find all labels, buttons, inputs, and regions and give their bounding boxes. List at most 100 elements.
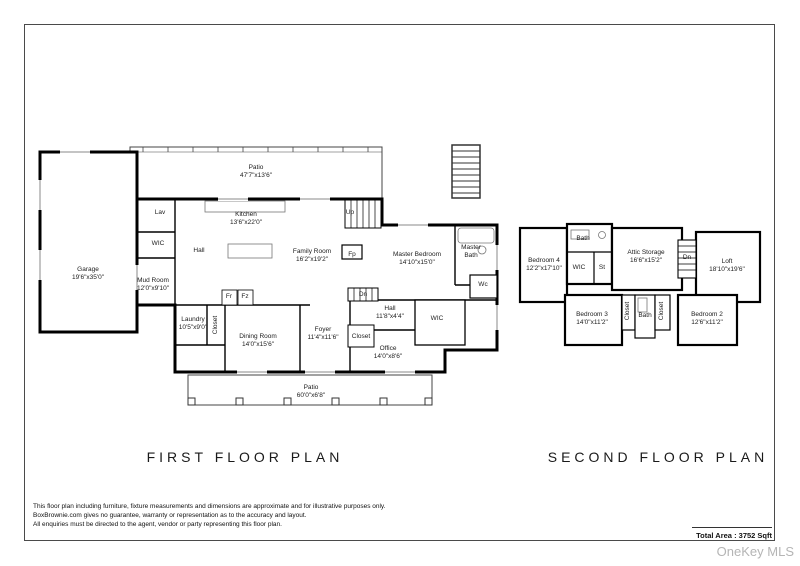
first-floor-title: FIRST FLOOR PLAN <box>146 449 344 465</box>
room-label-wic-master: WIC <box>431 315 444 323</box>
stairs-up-icon <box>344 199 382 229</box>
room-name: Mud Room <box>137 277 169 284</box>
room-dims: 18'10"x19'6" <box>709 266 745 273</box>
room-label-dn2: Dn <box>683 254 691 262</box>
room-dims: 16'2"x19'2" <box>295 256 329 263</box>
stairs-down2-icon <box>677 239 697 279</box>
room-name: Fp <box>348 251 356 258</box>
room-name: Garage <box>77 266 99 273</box>
exterior-walls <box>135 197 499 374</box>
room-label-st: St <box>599 264 605 272</box>
room-dims: 14'0"x8'6" <box>373 353 403 360</box>
disclaimer-line-2: BoxBrownie.com gives no guarantee, warra… <box>33 512 307 519</box>
room-label-up: Up <box>346 209 354 217</box>
room-name: WIC <box>151 240 165 247</box>
room-name: Up <box>345 209 355 216</box>
room-name: Closet <box>351 333 371 340</box>
room-label-garage: Garage 19'6"x35'0" <box>72 266 104 282</box>
foyer-closet-room <box>347 324 375 348</box>
room-name: Kitchen <box>235 211 257 218</box>
room-name: Bedroom 2 <box>691 311 723 318</box>
room-label-office: Office 14'0"x8'6" <box>374 345 402 361</box>
room-label-closet-left: Closet <box>624 302 632 320</box>
room-dims: 14'10"x15'0" <box>399 259 435 266</box>
watermark: OneKey MLS <box>716 544 794 559</box>
room-label-patio-bottom: Patio 60'0"x6'8" <box>297 384 325 400</box>
room-name: Dn <box>358 291 368 298</box>
room-label-loft: Loft 18'10"x19'6" <box>709 258 745 274</box>
room-name: Closet <box>212 315 219 335</box>
room-label-fp: Fp <box>348 251 356 259</box>
room-name: Hall <box>193 247 205 254</box>
room-name: WIC <box>430 315 444 322</box>
bath-wic-walls <box>565 222 614 286</box>
total-area: Total Area : 3752 Sqft <box>692 527 772 540</box>
room-name: Attic Storage <box>627 249 665 256</box>
room-label-dining-room: Dining Room 14'0"x15'6" <box>239 333 277 349</box>
room-label-wc: Wc <box>478 281 487 289</box>
room-label-bedroom2: Bedroom 2 12'6"x11'2" <box>691 311 723 327</box>
fireplace-icon <box>341 244 363 260</box>
garage-walls <box>38 150 139 334</box>
wic-master-room <box>414 299 466 346</box>
room-dims: 10'5"x9'0" <box>178 324 208 331</box>
room-label-kitchen: Kitchen 13'6"x22'0" <box>230 211 262 227</box>
room-name: Fr <box>225 293 233 300</box>
room-dims: 12'0"x9'10" <box>136 285 170 292</box>
disclaimer-line-1: This floor plan including furniture, fix… <box>33 503 386 510</box>
freezer-box <box>237 289 254 306</box>
second-floor-title: SECOND FLOOR PLAN <box>547 449 769 465</box>
room-name: WIC <box>572 264 586 271</box>
first-floor-plan-drawing <box>38 144 499 406</box>
room-name: Bath <box>576 235 590 242</box>
room-label-wic2: WIC <box>573 264 586 272</box>
room-label-mud-room: Mud Room 12'0"x9'10" <box>137 277 169 293</box>
room-name: Dining Room <box>239 333 277 340</box>
room-name: Patio <box>303 384 319 391</box>
room-dims: 47'7"x13'6" <box>239 172 273 179</box>
room-label-lav: Lav <box>155 209 165 217</box>
room-name: Master Bedroom <box>392 251 442 258</box>
room-name: Closet <box>624 301 631 321</box>
room-name: Dn <box>682 254 692 261</box>
room-name: Office <box>379 345 397 352</box>
room-label-attic-storage: Attic Storage 16'6"x15'2" <box>627 249 664 265</box>
stairs-down-icon <box>347 287 379 302</box>
bath-fixtures <box>570 229 648 313</box>
attic-walls <box>610 226 684 292</box>
room-label-closet-laundry: Closet <box>212 316 220 334</box>
border-frame <box>24 24 775 541</box>
patio-bottom-outline <box>187 374 433 406</box>
room-name: Laundry <box>181 316 205 323</box>
room-label-master-bath: Master Bath <box>458 244 484 260</box>
room-name: Lav <box>154 209 166 216</box>
fridge-box <box>221 289 238 306</box>
room-name: Loft <box>721 258 733 265</box>
room-name: Family Room <box>292 248 332 255</box>
room-label-bath-lower: Bath <box>638 312 651 320</box>
room-name: Wc <box>478 281 488 288</box>
room-label-hall-lower: Hall 11'8"x4'4" <box>376 305 404 321</box>
room-name: Hall <box>384 305 396 312</box>
room-label-bath-upper: Bath <box>576 235 589 243</box>
master-bath-fixtures <box>457 227 495 255</box>
disclaimer: This floor plan including furniture, fix… <box>33 502 386 529</box>
disclaimer-line-3: All enquiries must be directed to the ag… <box>33 521 282 528</box>
room-label-closet-foyer: Closet <box>352 333 370 341</box>
room-label-fr: Fr <box>226 293 232 301</box>
closet-right-walls <box>654 294 671 331</box>
room-name: Bedroom 3 <box>576 311 608 318</box>
room-dims: 13'6"x22'0" <box>229 219 263 226</box>
wc-room <box>469 274 498 299</box>
room-label-dn: Dn <box>359 291 367 299</box>
room-dims: 11'4"x11'6" <box>307 334 339 341</box>
bedroom2-walls <box>676 293 739 347</box>
room-label-closet-right: Closet <box>658 302 666 320</box>
room-name: Master Bath <box>461 244 481 259</box>
room-dims: 14'0"x11'2" <box>576 319 608 326</box>
room-name: Foyer <box>314 326 332 333</box>
room-label-bedroom3: Bedroom 3 14'0"x11'2" <box>576 311 608 327</box>
room-dims: 14'0"x15'6" <box>241 341 275 348</box>
room-dims: 11'8"x4'4" <box>376 313 404 320</box>
